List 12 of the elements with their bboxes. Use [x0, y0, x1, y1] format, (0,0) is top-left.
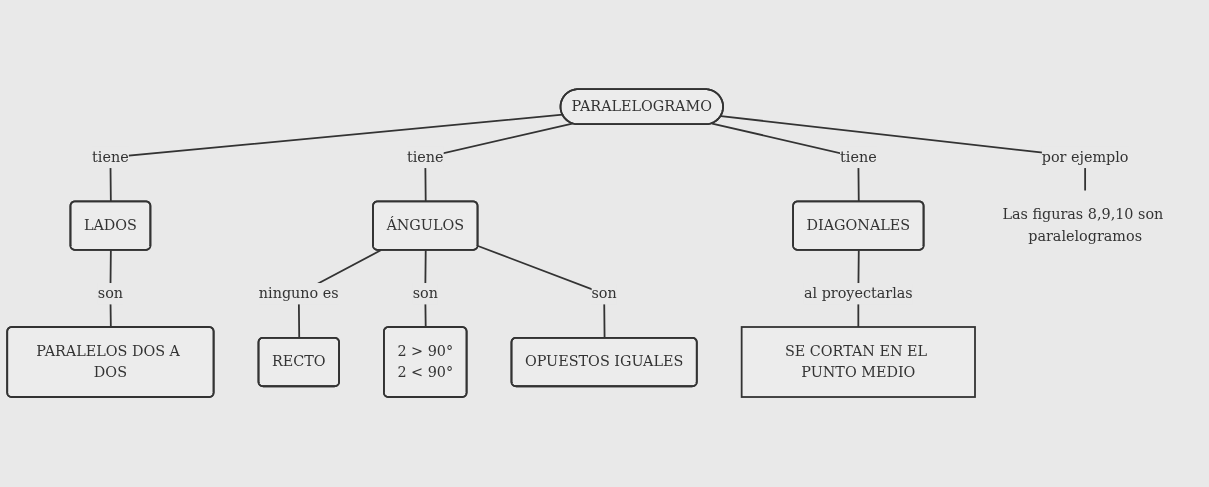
- edge-label: ninguno es: [258, 285, 339, 303]
- edge-label: tiene: [840, 148, 877, 166]
- edge-label: son: [412, 285, 438, 303]
- edge-label: tiene: [406, 148, 444, 166]
- connector: [720, 115, 1087, 192]
- node-box: SE CORTAN EN EL PUNTO MEDIO: [740, 326, 976, 399]
- node-text: Las figuras 8,9,10 son paralelogramos: [1002, 206, 1164, 245]
- edge-label: son: [97, 285, 124, 303]
- edge-label: por ejemplo: [1041, 148, 1129, 166]
- edge-label: tiene: [92, 148, 129, 166]
- edge-label: son: [591, 285, 617, 303]
- edge-label: al proyectarlas: [803, 285, 913, 303]
